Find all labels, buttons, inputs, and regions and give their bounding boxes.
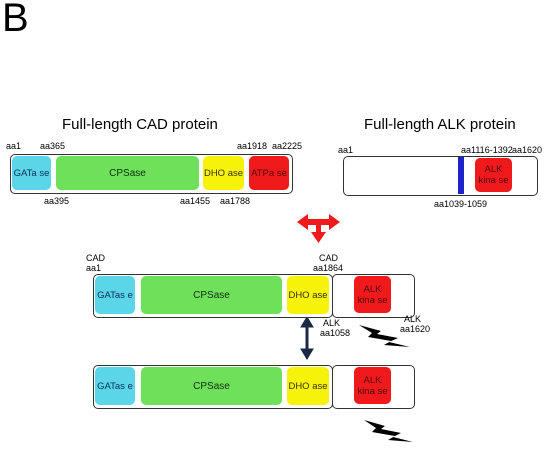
lightning-icon <box>359 325 410 347</box>
lightning-icon <box>364 420 413 442</box>
cad-protein-title: Full-length CAD protein <box>62 116 218 133</box>
cad-full-cpsase-domain: CPSase <box>56 156 199 190</box>
fusion-alk-label: ALK <box>323 318 341 328</box>
cad-aa1918-label: aa1918 <box>237 141 268 151</box>
alk-transmembrane-segment <box>458 157 464 194</box>
fusion2-alk-kinase-domain: ALK kina se <box>354 367 391 404</box>
cad-aa1-label: aa1 <box>6 141 22 151</box>
fusion-cad-aa1864-label: aa1864 <box>313 263 344 273</box>
cad-full-gatase-domain: GATa se <box>12 156 51 190</box>
fusion-dhoase-domain: DHO ase <box>287 276 329 314</box>
alk-aa1116-1392-label: aa1116-1392 <box>461 145 513 155</box>
fusion-gatase-domain: GATas e <box>95 276 135 314</box>
alk-aa1039-1059-label: aa1039-1059 <box>434 199 488 209</box>
fusion-alk-kinase-domain: ALK kina se <box>354 276 391 313</box>
fusion-alk-label-2: ALK <box>404 314 422 324</box>
cad-full-dhoase-domain: DHO ase <box>203 156 244 190</box>
alk-aa1620-label: aa1620 <box>512 145 543 155</box>
alk-protein-title: Full-length ALK protein <box>364 116 516 133</box>
cad-full-atpase-domain: ATPa se <box>249 156 289 190</box>
cad-aa395-label: aa395 <box>44 196 70 206</box>
cad-aa2225-label: aa2225 <box>272 141 303 151</box>
fusion2-dhoase-domain: DHO ase <box>287 367 329 405</box>
fusion-cad-aa1-label: aa1 <box>86 263 102 273</box>
fusion-alk-aa1058-label: aa1058 <box>320 328 351 338</box>
alk-full-kinase-domain: ALK kina se <box>475 158 512 192</box>
fusion-cpsase-domain: CPSase <box>141 276 282 314</box>
fusion-cad-label: CAD <box>86 253 106 263</box>
fusion2-cpsase-domain: CPSase <box>141 367 282 405</box>
fusion-alk-aa1620-label: aa1620 <box>400 324 431 334</box>
cad-aa1455-label: aa1455 <box>180 196 211 206</box>
double-arrow-icon <box>300 316 314 360</box>
panel-letter: B <box>2 0 29 40</box>
alk-aa1-label: aa1 <box>338 145 354 155</box>
cad-aa365-label: aa365 <box>40 141 66 151</box>
fusion-cad-label-2: CAD <box>319 253 339 263</box>
fusion2-gatase-domain: GATas e <box>95 367 135 405</box>
split-arrow-icon <box>297 214 340 243</box>
cad-aa1788-label: aa1788 <box>220 196 251 206</box>
